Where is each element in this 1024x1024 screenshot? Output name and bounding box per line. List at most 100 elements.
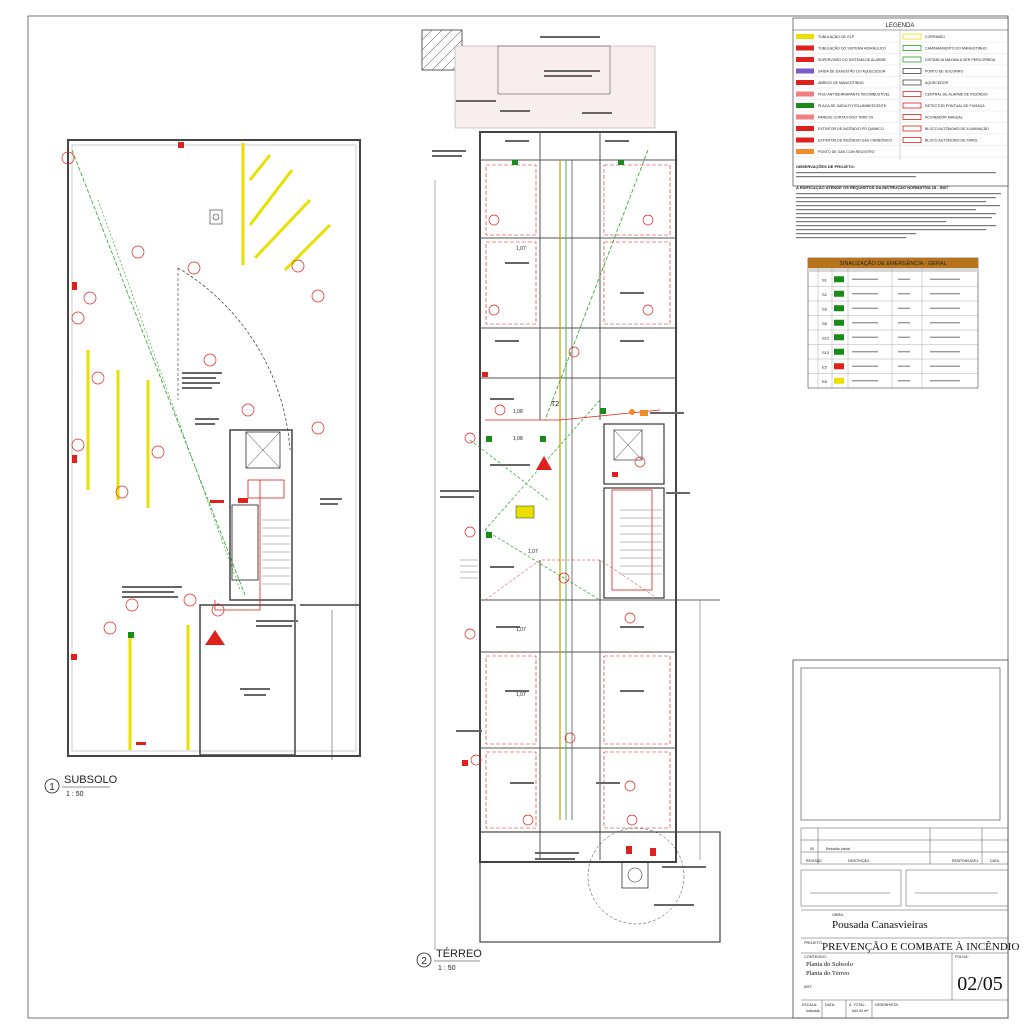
legend-item-right: AQUECEDOR	[925, 81, 949, 85]
obra-name: Pousada Canasvieiras	[832, 919, 928, 931]
legend-swatch	[796, 80, 814, 85]
legend-swatch	[796, 103, 814, 108]
subsolo-title: SUBSOLO	[64, 774, 118, 786]
obra-label: OBRA:	[832, 913, 844, 917]
subsolo-fire-equipment	[71, 142, 248, 660]
subsolo-number: 1	[49, 782, 55, 793]
legend-swatch	[796, 149, 814, 154]
area-label: Á. TOTAL:	[849, 1003, 866, 1007]
legend-item-right: CAMINHAMENTO DO MANGOTINHO	[925, 47, 987, 51]
signage-code: E5	[822, 364, 828, 369]
height-label: 1,07	[516, 246, 526, 252]
legend-item-left: TUBULAÇÃO DO SISTEMA HIDRÁULICO	[818, 46, 886, 51]
signage-symbol	[834, 363, 844, 370]
subsolo-view-title: 1 SUBSOLO 1 : 50	[44, 774, 118, 798]
terreo-number: 2	[421, 956, 427, 967]
legend-item-left: PONTO DE GÁS COM REGISTRO	[818, 150, 875, 154]
legend-item-left: EXTINTOR DE INCÊNDIO PÓ QUÍMICO	[818, 126, 884, 131]
signage-code: S12	[822, 335, 830, 340]
legend-swatch	[902, 45, 922, 51]
height-label: 1,07	[516, 692, 526, 698]
legend-swatch	[902, 68, 922, 74]
conteudo-terreo: Planta do Térreo	[806, 970, 849, 977]
legend-swatch	[796, 34, 814, 39]
signage-code: S8	[822, 321, 828, 326]
legend-rows: TUBULAÇÃO DE GLP CORRIMÃO TUBULAÇÃO DO SIS…	[793, 33, 1008, 158]
accessible-parking-icon	[209, 209, 223, 225]
legend-item-right: CORRIMÃO	[925, 34, 945, 39]
projeto-label: PROJETO:	[804, 941, 823, 945]
legend-swatch	[796, 126, 814, 131]
height-label: 1,08	[513, 409, 523, 415]
subsolo-scale: 1 : 50	[66, 791, 84, 798]
legend-swatch	[796, 91, 814, 97]
conteudo-subsolo: Planta do Subsolo	[806, 961, 853, 968]
legend-swatch	[902, 102, 922, 109]
conteudo-label: CONTEÚDO:	[804, 954, 827, 959]
height-label: 1,08	[513, 436, 523, 442]
folha-label: FOLHA:	[955, 955, 969, 959]
art-label: ART:	[804, 985, 812, 989]
legend-item-right: PONTO DE SOCORRO	[925, 70, 963, 74]
legend-item-left: TUBULAÇÃO DE GLP	[818, 34, 855, 39]
sheet-border	[27, 15, 1009, 1019]
legend-item-left: ABRIGO DE MANGOTINHO	[818, 81, 864, 85]
t2-label: T2	[551, 401, 559, 408]
data-label: DATA:	[825, 1003, 835, 1007]
legend-swatch	[902, 137, 922, 143]
terreo-fire-equipment	[462, 160, 656, 856]
legend-swatch	[902, 125, 922, 132]
signage-symbol	[834, 319, 844, 326]
signage-code: S13	[822, 350, 830, 355]
signage-symbol	[834, 334, 844, 341]
desenhista-label: DESENHISTA:	[875, 1003, 899, 1007]
legend-swatch	[902, 91, 922, 97]
legend-swatch	[902, 79, 922, 86]
legend-item-left: SUPERVISÃO DO SISTEMA DE ALARME	[818, 57, 886, 62]
legend-item-left: PLACA DE SAÍDA FOTOLUMINESCENTE	[818, 104, 887, 108]
legend-swatch	[796, 68, 814, 74]
legend-item-right: DISTÂNCIA MÁXIMA A SER PERCORRIDA	[925, 58, 996, 62]
legend-item-left: PAREDE CORTA FOGO TRRF 2H	[818, 116, 874, 120]
signage-code: S2	[822, 292, 828, 297]
signage-code: E8	[822, 379, 828, 384]
legend-swatch	[796, 114, 814, 120]
description-label: DESCRIÇÃO	[848, 858, 870, 863]
legend-item-right: BLOCO AUTÔNOMO DE ILUMINAÇÃO	[925, 126, 989, 131]
terreo-view-title: 2 TÉRREO 1 : 50	[416, 947, 482, 972]
max-distance-line-subsolo	[71, 149, 246, 596]
signage-code: S3	[822, 306, 828, 311]
legend-item-left: EXTINTOR DE INCÊNDIO GÁS CARBÔNICO	[818, 138, 892, 143]
height-label: 1,07	[528, 549, 538, 555]
signage-title: SINALIZAÇÃO DE EMERGÊNCIA - GERAL	[839, 259, 946, 267]
projeto-name: PREVENÇÃO E COMBATE À INCÊNDIO	[822, 941, 1019, 953]
terreo-plan: T2 1,07 1,08 1,08 1,07 1,07 1,07	[421, 29, 721, 950]
responsible-label: RESPONSÁVEL	[952, 859, 979, 863]
terreo-scale: 1 : 50	[438, 965, 456, 972]
revision-description: Emissão inicial	[826, 847, 850, 851]
signage-symbol	[834, 290, 844, 297]
title-block[interactable]: REVISÃO DESCRIÇÃO RESPONSÁVEL DATA 00 Em…	[792, 659, 1019, 1019]
legend-swatch	[902, 33, 922, 40]
legend-requirements-title: A EDIFICAÇÃO ATENDE OS REQUISITOS DA INS…	[796, 185, 949, 190]
legend-title: LEGENDA	[886, 23, 915, 29]
signage-symbol	[834, 348, 844, 355]
legend-swatch	[796, 137, 814, 143]
escala-value: Indicada	[806, 1009, 820, 1013]
sheet-number: 02/05	[957, 973, 1003, 995]
revision-number: 00	[810, 847, 814, 851]
legend-item-left: SAÍDA DE EXAUSTÃO DO AQUECEDOR	[818, 69, 886, 74]
date-header-label: DATA	[990, 859, 1000, 863]
subsolo-plan	[61, 139, 361, 760]
height-label: 1,07	[516, 627, 526, 633]
legend-swatch	[796, 45, 814, 51]
legend-item-right: DETECTOR PONTUAL DE FUMAÇA	[925, 104, 985, 108]
legend-swatch	[796, 57, 814, 62]
legend-item-right: CENTRAL DE ALARME DE INCÊNDIO	[925, 92, 988, 97]
legend-item-left: PISO ANTIDERRAPANTE INCOMBUSTÍVEL	[818, 93, 890, 97]
terreo-title: TÉRREO	[436, 947, 482, 960]
legend-requirements: A EDIFICAÇÃO ATENDE OS REQUISITOS DA INS…	[796, 185, 1001, 239]
